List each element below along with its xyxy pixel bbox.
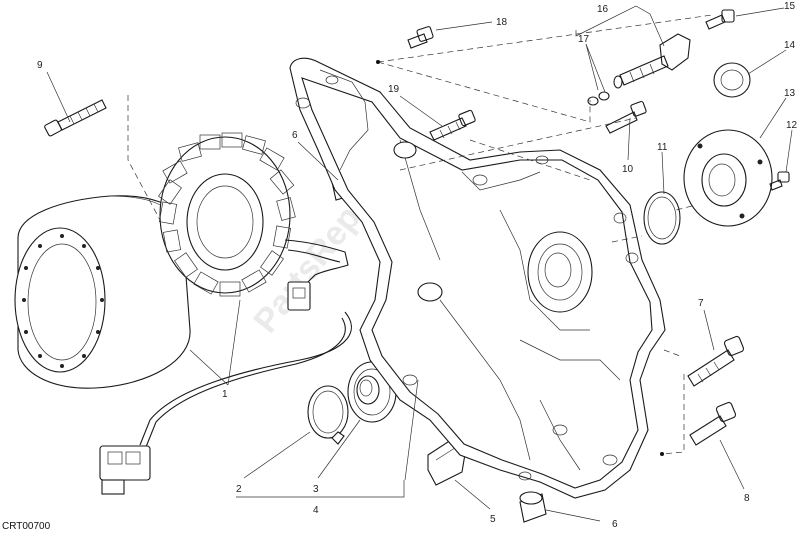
diagram-code: CRT00700 — [2, 521, 51, 532]
callout-11[interactable]: 11 — [657, 142, 668, 153]
callout-labels: 1 2 3 4 5 6 6 7 8 9 10 11 12 13 14 15 16… — [37, 1, 798, 530]
oil-seal[interactable] — [713, 62, 751, 98]
generator-cover[interactable] — [289, 57, 666, 499]
callout-3[interactable]: 3 — [313, 484, 319, 495]
callout-9[interactable]: 9 — [37, 60, 43, 71]
callout-2[interactable]: 2 — [236, 484, 242, 495]
sensor-screw[interactable] — [705, 9, 735, 30]
callout-18[interactable]: 18 — [496, 17, 508, 28]
callout-12[interactable]: 12 — [786, 120, 798, 131]
cover-screw-long[interactable] — [407, 26, 434, 49]
callout-14[interactable]: 14 — [784, 40, 796, 51]
callout-5[interactable]: 5 — [490, 514, 496, 525]
callout-1[interactable]: 1 — [222, 389, 228, 400]
inspection-cover-screw[interactable] — [769, 171, 790, 191]
o-ring[interactable] — [643, 191, 681, 245]
dowel-bottom[interactable] — [519, 491, 547, 523]
inspection-cover[interactable] — [683, 129, 773, 227]
callout-10[interactable]: 10 — [622, 164, 634, 175]
generator-stator[interactable] — [99, 132, 352, 495]
leader-lines — [46, 5, 793, 522]
callout-8[interactable]: 8 — [744, 493, 750, 504]
callout-17[interactable]: 17 — [578, 34, 590, 45]
callout-13[interactable]: 13 — [784, 88, 796, 99]
stator-screw[interactable] — [44, 99, 107, 137]
circlip[interactable] — [307, 385, 349, 445]
callout-6-bottom[interactable]: 6 — [612, 519, 618, 530]
cover-bolt-lower[interactable] — [687, 335, 745, 387]
alignment-lines — [127, 14, 713, 455]
callout-19[interactable]: 19 — [388, 84, 400, 95]
callout-7[interactable]: 7 — [698, 298, 704, 309]
cover-bolt[interactable] — [605, 100, 647, 134]
callout-15[interactable]: 15 — [784, 1, 796, 12]
callout-16[interactable]: 16 — [597, 4, 609, 15]
sealing-washers[interactable] — [587, 91, 610, 106]
pickup-sensor[interactable] — [613, 33, 691, 89]
callout-4[interactable]: 4 — [313, 505, 319, 516]
callout-6-top[interactable]: 6 — [292, 130, 298, 141]
generator-rotor[interactable] — [14, 195, 191, 389]
cover-screw[interactable] — [429, 109, 476, 141]
cover-bolt-bottom[interactable] — [689, 401, 737, 446]
